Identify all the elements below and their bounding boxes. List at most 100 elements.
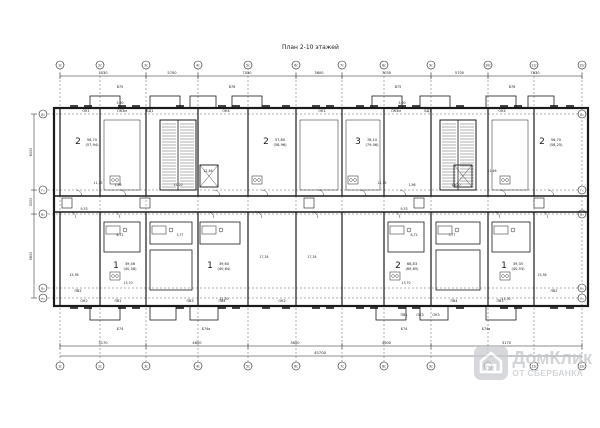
bathroom-room [491,221,531,253]
elevator-shaft [199,164,219,188]
apartment-area-total: (58,25) [549,143,563,147]
dimension-top: 5700 [167,71,177,75]
stove-burner [501,178,505,182]
room-mark: В76 [229,85,236,89]
axis-label-top: 4с [196,64,200,68]
room-mark-right: ОК2 [278,299,285,303]
bathroom-room [199,221,241,245]
balcony [371,95,403,109]
axis-label-bottom: 5с [246,365,250,369]
dimension-bottom: 4600 [382,341,392,345]
stove-burner [391,274,395,278]
dimension-top: 7030 [530,71,540,75]
axis-bubble-bottom [141,361,151,371]
apartment-rooms-count: 2 [263,137,269,147]
axis-bubble-right [577,109,587,119]
axis-label-top: 2с [98,64,102,68]
stove-fixture [109,175,121,185]
room-area-number-right: 11,30 [501,297,510,301]
elevator-cross [199,164,219,188]
apartment-area: 57,80 [275,138,286,142]
bathroom-room [149,221,193,245]
dimension-total: 45700 [314,350,327,355]
axis-label-left: Бс [41,286,45,290]
axis-label-left: Дс [41,112,45,116]
room-mark-right: ПВ3 [496,299,503,303]
stove-burner [395,274,399,278]
apartment-area: 78,10 [367,138,378,142]
stove-burner [353,178,357,182]
bathroom-room [387,221,425,253]
dimension-bottom: 4600 [192,341,202,345]
stove-burner [115,274,119,278]
room-mark-right: ОК1 [318,109,325,113]
vent-block [303,197,315,209]
axis-label-right: Ас [580,296,584,300]
dimension-bottom: 3600 [290,341,300,345]
room-area-number: 13,70 [123,281,132,285]
axis-bubble-left [38,209,48,219]
balcony [149,95,181,109]
axis-bubble-bottom [577,361,587,371]
stove-fixture [251,175,263,185]
sink-fixture [122,227,128,233]
room-area-number-right: 3,77 [448,233,455,237]
door-swing-south [493,211,501,219]
apartment-area: 56,70 [551,138,562,142]
apartment-area-total: (40,64) [217,267,231,271]
loggia [189,305,219,321]
room-mark: Б74а [202,327,211,331]
axis-bubble-top [95,60,105,70]
dimension-left: 3000 [29,198,33,207]
stove-burner [111,274,115,278]
axis-bubble-right [577,283,587,293]
apartment-area: 39,46 [125,262,136,266]
door-swing-north [261,189,269,197]
axis-label-bottom: 1с [58,365,62,369]
apartment-area-total: (57,94) [85,143,99,147]
room-area-number-right: 9,33 [400,207,407,211]
loggia [149,305,177,321]
bathtub-fixture [493,225,509,235]
axis-label-bottom: 2с [98,365,102,369]
balcony [527,95,555,109]
room-mark: ОК3м [117,109,127,113]
door-swing-south [207,211,215,219]
apartment-rooms-count: 2 [395,261,401,271]
dimension-bottom: 3170 [98,341,108,345]
room-mark: БД1 [146,109,153,113]
room-area-number-right: 12,46 [487,169,496,173]
vent-block [139,197,151,209]
bathroom-room [149,249,193,291]
axis-label-top: 6с [294,64,298,68]
apartment-rooms-count: 1 [207,261,213,271]
apartment-area-total: (58,96) [273,143,287,147]
stove-burner [257,178,261,182]
apartment-area: 39,60 [219,262,230,266]
loggia [89,305,121,321]
room-area-number-right: 13,70 [401,281,410,285]
watermark: ДомКлик ОТ СБЕРБАНКА [474,346,592,380]
axis-label-top: 7с [340,64,344,68]
room-area-number-right: 1,96 [408,183,415,187]
balcony [89,95,121,109]
dimension-top: 7030 [242,71,252,75]
axis-bubble-top [483,60,493,70]
room-mark-right: ПВ1 [400,313,407,317]
stove-burner [111,178,115,182]
axis-bubble-top [55,60,65,70]
room-mark: ПВ2 [74,289,81,293]
stove-burner [115,178,119,182]
door-swing-south [311,211,319,219]
axis-bubble-top [243,60,253,70]
axis-bubble-right [577,293,587,303]
room-area-number: 11,30 [219,297,228,301]
door-swing-south [113,211,121,219]
room-area-number: 3,77 [176,233,183,237]
door-swing-south [541,211,549,219]
dimension-top: 5700 [455,71,465,75]
dimension-left: 5800 [29,252,33,261]
apartment-area-total: (79,06) [365,143,379,147]
vent-block [61,197,73,209]
axis-label-bottom: 3с [144,365,148,369]
